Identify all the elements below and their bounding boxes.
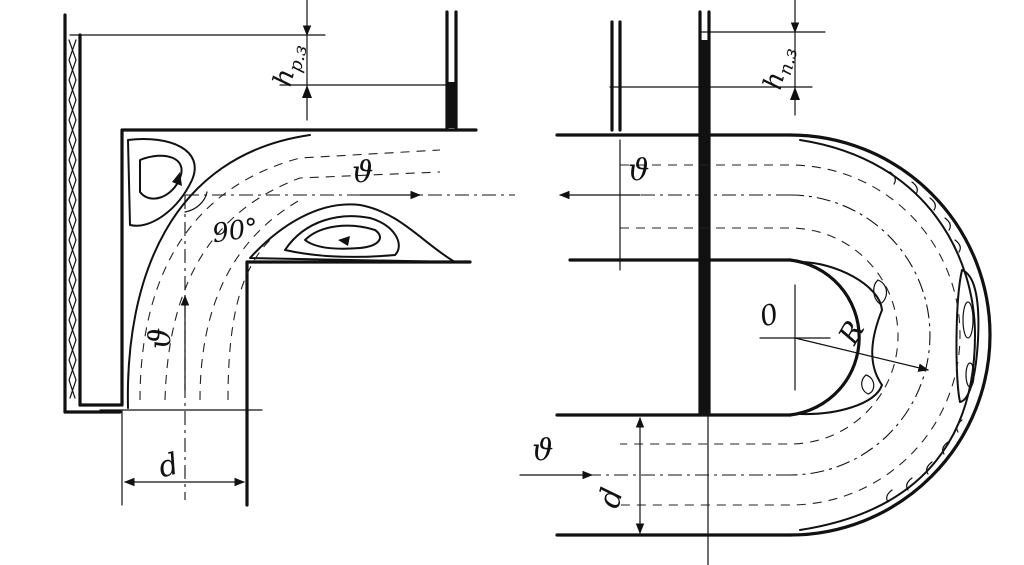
- head-loss-label-left: hр.з: [268, 40, 312, 91]
- right-ubend-figure: hп.з: [519, 0, 992, 565]
- velocity-label-top-left: ϑ: [352, 155, 373, 190]
- radius-label: R: [831, 315, 871, 351]
- head-loss-lines-left: [69, 0, 453, 121]
- elbow-pipe-walls: [120, 128, 478, 507]
- center-lines-left: [184, 191, 515, 500]
- separation-zone-corner: [127, 138, 196, 227]
- velocity-label-bottom-right: ϑ: [532, 433, 553, 468]
- ubend-piezometer-tubes: [610, 10, 711, 417]
- streamlines-left: [139, 149, 441, 401]
- diameter-label-right: d: [592, 484, 631, 512]
- separation-zone-inner: [249, 203, 456, 263]
- velocity-label-side-left: ϑ: [143, 328, 178, 349]
- angle-label: 90°: [210, 213, 260, 249]
- head-loss-label-right: hп.з: [758, 43, 802, 94]
- diameter-label-left: d: [155, 447, 183, 486]
- left-piezometer-tube: [63, 13, 122, 414]
- ubend-pipe-walls: [555, 133, 992, 537]
- radius-center-label: 0: [756, 297, 782, 333]
- ubend-separation-zones: [861, 171, 980, 503]
- streamlines-right: [620, 164, 961, 506]
- head-loss-lines-right: [609, 0, 826, 116]
- left-elbow-figure: hр.з ϑ ϑ 90: [63, 0, 515, 507]
- right-piezometer-tube: [445, 10, 458, 130]
- velocity-label-top-right: ϑ: [628, 153, 649, 188]
- diameter-dimension-left: [99, 409, 263, 506]
